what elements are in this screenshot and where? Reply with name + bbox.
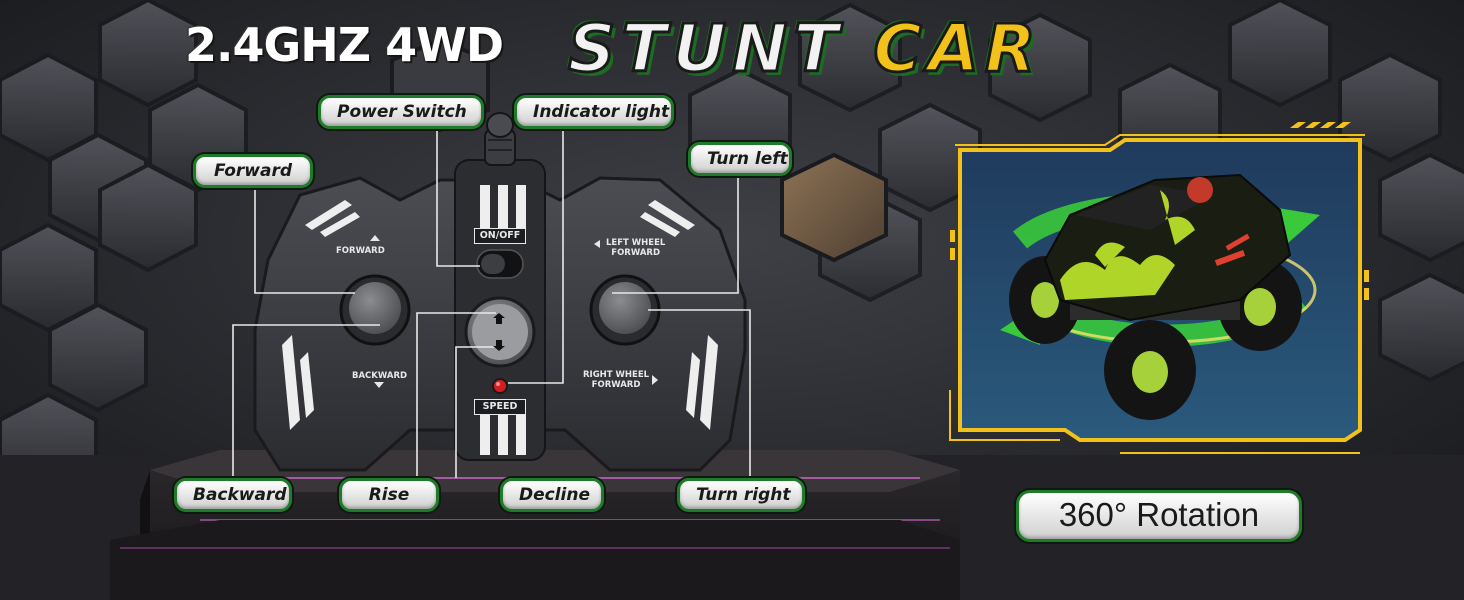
arrow-up-icon: [370, 235, 380, 241]
title-product: STUNT CAR: [566, 9, 1042, 89]
ctl-left-wheel-line2: FORWARD: [611, 248, 661, 258]
ctl-forward-text: FORWARD: [336, 246, 385, 256]
callout-indicator-light: Indicator light: [514, 95, 674, 129]
ctl-left-wheel-text: LEFT WHEEL FORWARD: [606, 238, 665, 258]
callout-power-switch: Power Switch: [318, 95, 484, 129]
callout-turn-left: Turn left: [688, 142, 792, 176]
callout-decline: Decline: [500, 478, 604, 512]
title-car: CAR: [872, 9, 1042, 89]
wheel-spin-down-icon: [493, 340, 505, 351]
ctl-right-wheel-text: RIGHT WHEEL FORWARD: [583, 370, 649, 390]
monster-truck-image: [1009, 173, 1302, 420]
ctl-right-wheel-line1: RIGHT WHEEL: [583, 370, 650, 380]
ctl-left-wheel-line1: LEFT WHEEL: [606, 238, 666, 248]
rotation-label: 360° Rotation: [1016, 490, 1302, 542]
ctl-backward-text: BACKWARD: [352, 371, 408, 381]
callout-rise: Rise: [339, 478, 439, 512]
title-stunt: STUNT: [566, 9, 845, 89]
ctl-speed-text: SPEED: [474, 399, 526, 415]
callout-backward: Backward: [174, 478, 292, 512]
arrow-down-icon: [374, 382, 384, 388]
ctl-right-wheel-line2: FORWARD: [591, 380, 641, 390]
arrow-left-icon: [594, 240, 600, 248]
wheel-spin-up-icon: [493, 313, 505, 324]
ctl-on-off-text: ON/OFF: [474, 228, 526, 244]
callout-turn-right: Turn right: [677, 478, 805, 512]
title-spec: 2.4GHZ 4WD: [185, 18, 504, 72]
arrow-right-icon: [652, 375, 658, 385]
callout-forward: Forward: [193, 154, 313, 188]
